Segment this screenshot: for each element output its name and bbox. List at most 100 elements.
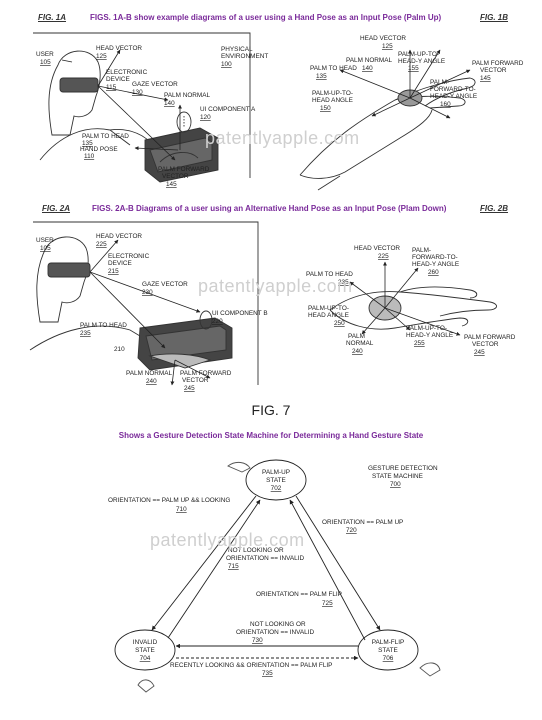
f2a-gaze-num: 230 — [142, 289, 153, 296]
f2a-palm-fwd: PALM FORWARD — [180, 370, 232, 377]
f2b-palm-normal-num: 240 — [352, 348, 363, 355]
s-invalid-2: STATE — [135, 647, 155, 654]
s-flip-num: 706 — [383, 655, 394, 662]
f1a-ui-num: 120 — [200, 114, 211, 121]
f2a-palm-fwd-num: 245 — [184, 385, 195, 392]
f1a-head-vector-num: 125 — [96, 53, 107, 60]
machine-label-2: STATE MACHINE — [372, 473, 423, 480]
f1a-hand-pose-num: 110 — [84, 153, 95, 160]
t710: ORIENTATION == PALM UP && LOOKING — [108, 497, 230, 504]
f2b-pu-angle: PALM-UP-TO- — [308, 305, 349, 312]
f2b-head-vector: HEAD VECTOR — [354, 245, 400, 252]
f1b-palm-normal: PALM NORMAL — [346, 57, 392, 64]
f1b-vector: VECTOR — [480, 67, 507, 74]
fig-2-caption: FIGS. 2A-B Diagrams of a user using an A… — [92, 204, 447, 213]
f1a-palm-fwd: PALM FORWARD — [158, 166, 210, 173]
f2a-head-vector-num: 225 — [96, 241, 107, 248]
f2b-pu-y-num: 255 — [414, 340, 425, 347]
f1b-palm-fwd-num: 145 — [480, 75, 491, 82]
invalid-state-node — [114, 629, 176, 671]
s-invalid-num: 704 — [140, 655, 151, 662]
f1b-pu-angle-num: 150 — [320, 105, 331, 112]
f2a-palm-normal-num: 240 — [146, 378, 157, 385]
f1a-palm-to-head: PALM TO HEAD — [82, 133, 129, 140]
state-machine — [114, 459, 441, 693]
f2b-pu-angle2: HEAD ANGLE — [308, 312, 349, 319]
f2b-head-vector-num: 225 — [378, 253, 389, 260]
f1b-palm-fwd: PALM FORWARD — [472, 60, 524, 67]
f1a-gaze: GAZE VECTOR — [132, 81, 178, 88]
t730: NOT LOOKING OR — [250, 621, 306, 628]
f2a-palm-to-head: PALM TO HEAD — [80, 322, 127, 329]
f2a-user: USER — [36, 237, 54, 244]
f1b-pu-y: PALM-UP-TO- — [398, 51, 439, 58]
f1a-electronic: ELECTRONIC — [106, 69, 148, 76]
fig-1-caption: FIGS. 1A-B show example diagrams of a us… — [90, 13, 442, 22]
f1a-palm-to-head-num: 135 — [82, 140, 93, 147]
f2b-palm-to-head: PALM TO HEAD — [306, 271, 353, 278]
f2b-palm-to-head-num: 235 — [338, 279, 349, 286]
f1b-palm-to-head-num: 135 — [316, 73, 327, 80]
f2b-palm-normal: PALM — [348, 333, 365, 340]
t715-2: ORIENTATION == INVALID — [226, 555, 305, 562]
fig-7-subtitle: Shows a Gesture Detection State Machine … — [118, 431, 424, 440]
f1a-gaze-num: 130 — [132, 89, 143, 96]
f2b-pu-y2: HEAD-Y ANGLE — [406, 332, 453, 339]
palm-flip-state-node — [357, 629, 419, 671]
s-palm-up: PALM-UP — [262, 469, 290, 476]
fig-7-title: FIG. 7 — [251, 402, 291, 418]
palm-up-state-node — [245, 459, 307, 501]
machine-num: 700 — [390, 481, 401, 488]
f1a-palm-normal-num: 140 — [164, 100, 175, 107]
f2b-pu-y: PALM-UP-TO- — [406, 325, 447, 332]
watermark-3: patentlyapple.com — [150, 530, 305, 550]
f1a-device: DEVICE — [106, 76, 130, 83]
s-invalid: INVALID — [133, 639, 158, 646]
t725-num: 725 — [322, 600, 333, 607]
f1a-palm-fwd-num: 145 — [166, 181, 177, 188]
f2b-pf-y2: FORWARD-TO- — [412, 254, 458, 261]
f1a-user: USER — [36, 51, 54, 58]
fig-2a-label: FIG. 2A — [42, 204, 71, 213]
f1a-hand-pose: HAND POSE — [80, 146, 118, 153]
f2a-electronic: ELECTRONIC — [108, 253, 150, 260]
f2a-vector: VECTOR — [182, 377, 209, 384]
t710-num: 710 — [176, 506, 187, 513]
t735-num: 735 — [262, 670, 273, 677]
fig-2a-drawing — [29, 221, 259, 385]
f1b-palm-to-head: PALM TO HEAD — [310, 65, 357, 72]
f2a-hand-num: 210 — [114, 346, 125, 353]
t725: ORIENTATION == PALM FLIP — [256, 591, 342, 598]
fig-1a-drawing — [33, 32, 251, 183]
machine-label: GESTURE DETECTION — [368, 465, 438, 472]
watermark-1: patentlyapple.com — [205, 128, 360, 148]
t735: RECENTLY LOOKING && ORIENTATION == PALM … — [170, 662, 332, 669]
f2a-palm-to-head-num: 235 — [80, 330, 91, 337]
f2a-ui-num: 220 — [212, 318, 223, 325]
t730-num: 730 — [252, 637, 263, 644]
f1a-env-num: 100 — [221, 61, 232, 68]
f1a-ui: UI COMPONENT A — [200, 106, 256, 113]
f1b-pu-angle2: HEAD ANGLE — [312, 97, 353, 104]
f1b-pf-y-num: 160 — [440, 101, 451, 108]
f1b-palm-normal-num: 140 — [362, 65, 373, 72]
f2a-device-num: 215 — [108, 268, 119, 275]
f1a-vector: VECTOR — [162, 173, 189, 180]
f2b-pf-y-num: 260 — [428, 269, 439, 276]
t715-num: 715 — [228, 563, 239, 570]
f1a-palm-normal: PALM NORMAL — [164, 92, 210, 99]
f1a-physical: PHYSICAL — [221, 46, 253, 53]
f1b-pu-angle: PALM-UP-TO- — [312, 90, 353, 97]
f1b-head-vector: HEAD VECTOR — [360, 35, 406, 42]
f1a-device-num: 115 — [106, 84, 117, 91]
s-flip: PALM-FLIP — [372, 639, 405, 646]
t720: ORIENTATION == PALM UP — [322, 519, 403, 526]
fig-1a-label: FIG. 1A — [38, 13, 67, 22]
f2a-user-num: 105 — [40, 245, 51, 252]
f1a-head-vector: HEAD VECTOR — [96, 45, 142, 52]
f1a-user-num: 105 — [40, 59, 51, 66]
f2b-vector: VECTOR — [472, 341, 499, 348]
diagram-labels: USER 105 HEAD VECTOR 125 ELECTRONIC DEVI… — [36, 35, 524, 677]
s-palm-up-2: STATE — [266, 477, 286, 484]
